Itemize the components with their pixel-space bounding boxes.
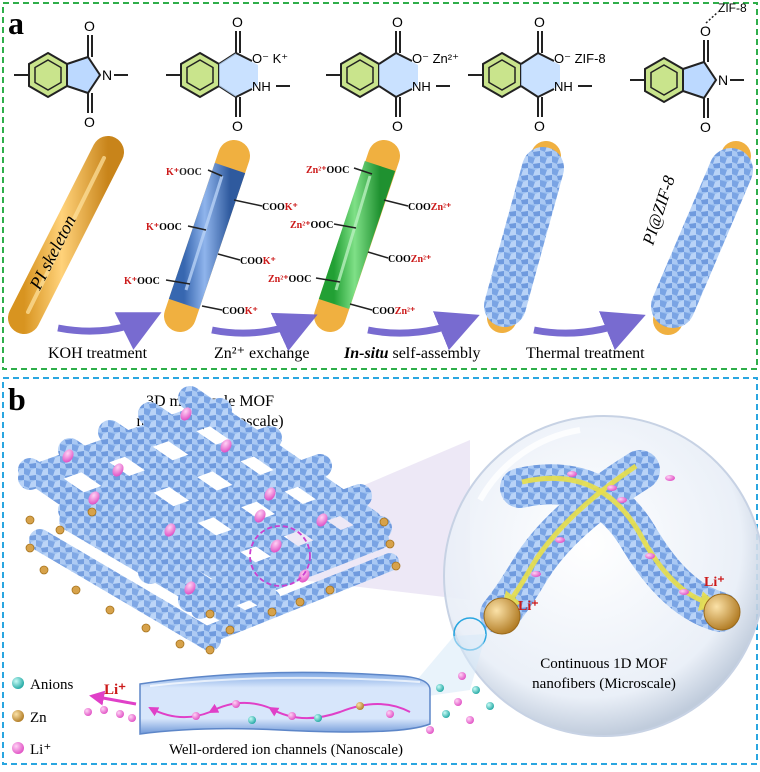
step-self-assembly: In-situ self-assembly xyxy=(343,345,480,362)
structure-2-n: NH xyxy=(252,79,271,94)
panel-b-label: b xyxy=(8,381,26,417)
structure-5-zif: ZIF-8 xyxy=(718,1,747,15)
nanoscale-channel: Li⁺ Well-ordered ion channels (Nanoscale… xyxy=(84,671,494,758)
svg-text:O: O xyxy=(392,118,403,134)
structure-zif8-amide: O O⁻ ZIF-8 O NH xyxy=(468,14,606,134)
legend-zn-swatch xyxy=(12,710,24,722)
rod-pi-skeleton: PI skeleton xyxy=(8,136,124,334)
svg-text:O: O xyxy=(232,118,243,134)
li-label-right: Li⁺ xyxy=(704,575,725,590)
li-label-left: Li⁺ xyxy=(518,599,539,614)
svg-text:COOK⁺: COOK⁺ xyxy=(262,202,298,213)
arrow-step-1 xyxy=(57,312,162,350)
svg-text:O: O xyxy=(534,14,545,30)
structure-potassium-amide: O O⁻ K⁺ O NH xyxy=(166,14,290,134)
pi-zif8-label: PI@ZIF-8 xyxy=(638,173,679,248)
svg-text:O: O xyxy=(84,18,95,34)
legend: Anions Zn Li⁺ xyxy=(12,677,74,758)
svg-text:Zn²⁺OOC: Zn²⁺OOC xyxy=(306,165,349,176)
structure-2-ion: O⁻ K⁺ xyxy=(252,51,288,66)
arrow-step-4 xyxy=(533,311,646,351)
rod-zinc: Zn²⁺OOC COOZn²⁺ Zn²⁺OOC COOZn²⁺ Zn²⁺OOC … xyxy=(268,140,451,332)
structure-phthalimide: O O N xyxy=(14,18,128,130)
structure-5-n: N xyxy=(718,72,728,88)
legend-anions: Anions xyxy=(30,677,74,693)
structure-zinc-amide: O O⁻ Zn²⁺ O NH xyxy=(326,14,459,134)
arrow-step-3 xyxy=(367,311,480,351)
svg-text:K⁺OOC: K⁺OOC xyxy=(124,276,160,287)
rod-potassium: K⁺OOC COOK⁺ K⁺OOC COOK⁺ K⁺OOC COOK⁺ xyxy=(124,140,298,332)
svg-text:K⁺OOC: K⁺OOC xyxy=(166,167,202,178)
nano-label: Well-ordered ion channels (Nanoscale) xyxy=(169,742,403,758)
step-zn-exchange: Zn²⁺ exchange xyxy=(214,345,309,362)
structure-4-n: NH xyxy=(554,79,573,94)
svg-text:COOZn²⁺: COOZn²⁺ xyxy=(408,202,451,213)
step-koh-treatment: KOH treatment xyxy=(48,345,148,362)
micro-label-2: nanofibers (Microscale) xyxy=(532,676,676,692)
structure-1-n: N xyxy=(102,67,112,83)
svg-text:Zn²⁺OOC: Zn²⁺OOC xyxy=(268,274,311,285)
svg-text:COOZn²⁺: COOZn²⁺ xyxy=(388,254,431,265)
svg-text:O: O xyxy=(700,119,711,135)
structure-pi-zif8: O ZIF-8 O N xyxy=(630,1,747,135)
svg-text:COOK⁺: COOK⁺ xyxy=(222,306,258,317)
svg-text:O: O xyxy=(232,14,243,30)
structure-3-n: NH xyxy=(412,79,431,94)
svg-text:COOZn²⁺: COOZn²⁺ xyxy=(372,306,415,317)
step-thermal-treatment: Thermal treatment xyxy=(526,345,645,362)
mof-network xyxy=(18,386,401,655)
structure-4-ion: O⁻ ZIF-8 xyxy=(554,51,606,66)
micro-label-1: Continuous 1D MOF xyxy=(540,656,668,672)
svg-text:O: O xyxy=(534,118,545,134)
svg-text:O: O xyxy=(700,23,711,39)
arrow-step-2 xyxy=(211,312,318,352)
zoom-region-circle xyxy=(249,525,311,587)
svg-text:Zn²⁺OOC: Zn²⁺OOC xyxy=(290,220,333,231)
panel-a-label: a xyxy=(8,5,24,41)
svg-text:K⁺OOC: K⁺OOC xyxy=(146,222,182,233)
li-label-channel: Li⁺ xyxy=(104,682,126,698)
rod-pi-zif8: PI@ZIF-8 xyxy=(638,141,753,335)
rod-mof-coated xyxy=(484,141,564,333)
legend-li-swatch xyxy=(12,742,24,754)
legend-li: Li⁺ xyxy=(30,742,51,758)
structure-3-ion: O⁻ Zn²⁺ xyxy=(412,51,459,66)
legend-zn: Zn xyxy=(30,710,47,726)
legend-anion-swatch xyxy=(12,677,24,689)
microscale-bubble: Li⁺ Li⁺ Continuous 1D MOF nanofibers (Mi… xyxy=(443,415,760,737)
svg-text:O: O xyxy=(392,14,403,30)
svg-text:COOK⁺: COOK⁺ xyxy=(240,256,276,267)
svg-text:O: O xyxy=(84,114,95,130)
